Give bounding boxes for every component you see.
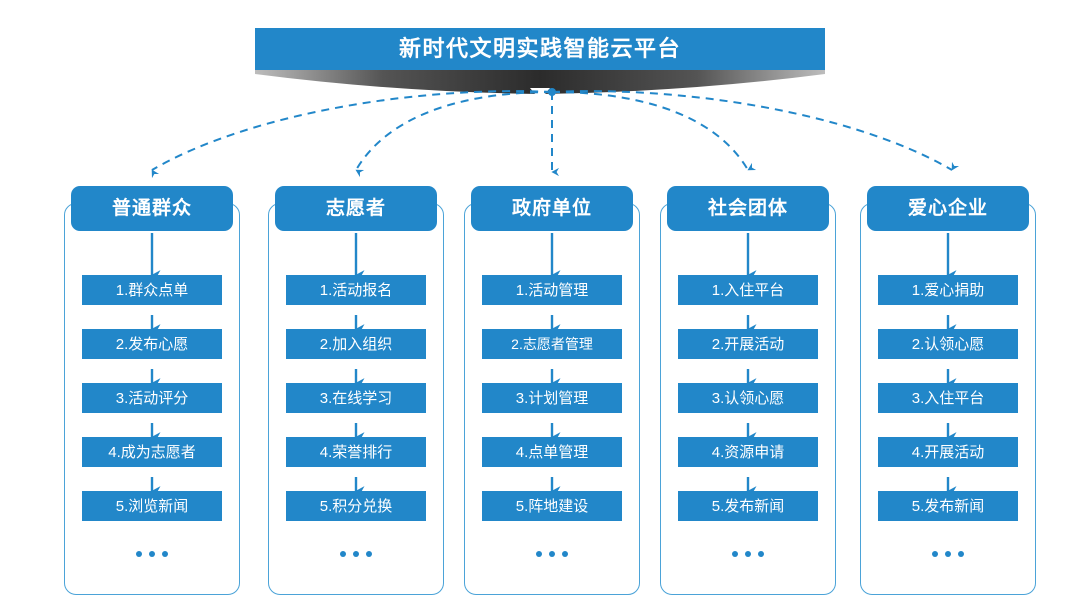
flow-item-label: 1.活动报名 [319, 281, 393, 299]
flow-item-label: 3.计划管理 [515, 389, 589, 407]
role-column-1: 普通群众 1.群众点 [64, 186, 240, 595]
column-body: 1.爱心捐助 2.认领心愿 3.入住平台 4.开展活动 5.发布新闻 [860, 203, 1036, 595]
flow-item-label: 5.发布新闻 [911, 497, 985, 515]
column-body: 1.活动管理 2.志愿者管理 3.计划管理 4.点单管理 5.阵地建设 [464, 203, 640, 595]
column-header-3[interactable]: 政府单位 [471, 186, 633, 231]
flow-item[interactable]: 5.发布新闻 [678, 491, 818, 521]
ellipsis-dot [562, 551, 568, 557]
ellipsis-dot [732, 551, 738, 557]
flow-item-label: 3.入住平台 [911, 389, 985, 407]
flow-item-label: 2.加入组织 [319, 335, 393, 353]
flow-item[interactable]: 1.活动报名 [286, 275, 426, 305]
flow-item[interactable]: 3.活动评分 [82, 383, 222, 413]
column-header-4[interactable]: 社会团体 [667, 186, 829, 231]
ellipsis-dot [340, 551, 346, 557]
ellipsis-dot [366, 551, 372, 557]
more-items-ellipsis [82, 544, 222, 564]
flow-item-label: 2.开展活动 [711, 335, 785, 353]
ellipsis-dot [945, 551, 951, 557]
flow-item-label: 1.入住平台 [711, 281, 785, 299]
flow-item[interactable]: 3.计划管理 [482, 383, 622, 413]
more-items-ellipsis [678, 544, 818, 564]
column-header-2[interactable]: 志愿者 [275, 186, 437, 231]
flow-item-label: 3.认领心愿 [711, 389, 785, 407]
flow-item[interactable]: 4.点单管理 [482, 437, 622, 467]
flow-item-label: 3.活动评分 [115, 389, 189, 407]
flow-item-label: 4.资源申请 [711, 443, 785, 461]
flow-item-label: 1.爱心捐助 [911, 281, 985, 299]
ellipsis-dot [136, 551, 142, 557]
flow-item-label: 5.积分兑换 [319, 497, 393, 515]
ellipsis-dot [758, 551, 764, 557]
flow-item[interactable]: 2.开展活动 [678, 329, 818, 359]
flow-item-label: 5.发布新闻 [711, 497, 785, 515]
page-title: 新时代文明实践智能云平台 [398, 36, 681, 61]
ellipsis-dot [353, 551, 359, 557]
flow-item[interactable]: 4.资源申请 [678, 437, 818, 467]
flow-item-label: 2.发布心愿 [115, 335, 189, 353]
flow-item[interactable]: 3.入住平台 [878, 383, 1018, 413]
flow-item[interactable]: 3.认领心愿 [678, 383, 818, 413]
more-items-ellipsis [878, 544, 1018, 564]
platform-title-banner: 新时代文明实践智能云平台 [255, 28, 825, 100]
column-header-label: 社会团体 [707, 198, 788, 219]
flow-item-label: 1.活动管理 [515, 281, 589, 299]
flow-item-label: 3.在线学习 [319, 389, 393, 407]
column-body: 1.活动报名 2.加入组织 3.在线学习 4.荣誉排行 5.积分兑换 [268, 203, 444, 595]
flow-item[interactable]: 4.成为志愿者 [82, 437, 222, 467]
role-column-3: 政府单位 1.活动管理 2.志愿者管理 3.计划管理 4.点单管理 5.阵地建设 [464, 186, 640, 595]
column-header-5[interactable]: 爱心企业 [867, 186, 1029, 231]
role-column-4: 社会团体 1.入住平台 2.开展活动 3.认领心愿 4.资源申请 5.发布新闻 [660, 186, 836, 595]
flow-item[interactable]: 5.浏览新闻 [82, 491, 222, 521]
flow-item[interactable]: 1.入住平台 [678, 275, 818, 305]
ellipsis-dot [536, 551, 542, 557]
flow-item[interactable]: 2.发布心愿 [82, 329, 222, 359]
flow-item[interactable]: 2.加入组织 [286, 329, 426, 359]
flow-item[interactable]: 3.在线学习 [286, 383, 426, 413]
column-body: 1.群众点单 2.发布心愿 3.活动评分 4.成为志愿者 5.浏览新闻 [64, 203, 240, 595]
flow-item-label: 5.浏览新闻 [115, 497, 189, 515]
ellipsis-dot [549, 551, 555, 557]
flow-item[interactable]: 1.群众点单 [82, 275, 222, 305]
flow-item-label: 4.开展活动 [911, 443, 985, 461]
flow-item[interactable]: 1.爱心捐助 [878, 275, 1018, 305]
platform-title-bar: 新时代文明实践智能云平台 [255, 28, 825, 70]
flow-item-label: 4.成为志愿者 [108, 443, 196, 461]
flow-item-label: 2.志愿者管理 [511, 336, 593, 352]
more-items-ellipsis [286, 544, 426, 564]
role-column-2: 志愿者 1.活动报名 2.加入组织 3.在线学习 4.荣誉排行 5.积分兑换 [268, 186, 444, 595]
flow-item[interactable]: 5.阵地建设 [482, 491, 622, 521]
flow-item-label: 1.群众点单 [115, 281, 189, 299]
role-column-5: 爱心企业 1.爱心捐助 2.认领心愿 3.入住平台 4.开展活动 5.发布新闻 [860, 186, 1036, 595]
ellipsis-dot [958, 551, 964, 557]
flow-item[interactable]: 1.活动管理 [482, 275, 622, 305]
flow-item-label: 2.认领心愿 [911, 335, 985, 353]
flow-item-label: 4.点单管理 [515, 443, 589, 461]
flow-item[interactable]: 4.开展活动 [878, 437, 1018, 467]
column-header-label: 志愿者 [325, 198, 386, 219]
ellipsis-dot [162, 551, 168, 557]
more-items-ellipsis [482, 544, 622, 564]
flow-item[interactable]: 2.认领心愿 [878, 329, 1018, 359]
column-body: 1.入住平台 2.开展活动 3.认领心愿 4.资源申请 5.发布新闻 [660, 203, 836, 595]
flow-item-label: 4.荣誉排行 [319, 443, 393, 461]
ellipsis-dot [932, 551, 938, 557]
flow-item[interactable]: 5.发布新闻 [878, 491, 1018, 521]
column-header-label: 爱心企业 [907, 198, 988, 219]
column-header-label: 政府单位 [511, 198, 592, 219]
flow-item[interactable]: 4.荣誉排行 [286, 437, 426, 467]
flow-item[interactable]: 5.积分兑换 [286, 491, 426, 521]
ellipsis-dot [149, 551, 155, 557]
column-header-1[interactable]: 普通群众 [71, 186, 233, 231]
column-header-label: 普通群众 [111, 198, 192, 219]
flow-item[interactable]: 2.志愿者管理 [482, 329, 622, 359]
ellipsis-dot [745, 551, 751, 557]
flow-item-label: 5.阵地建设 [515, 497, 589, 515]
